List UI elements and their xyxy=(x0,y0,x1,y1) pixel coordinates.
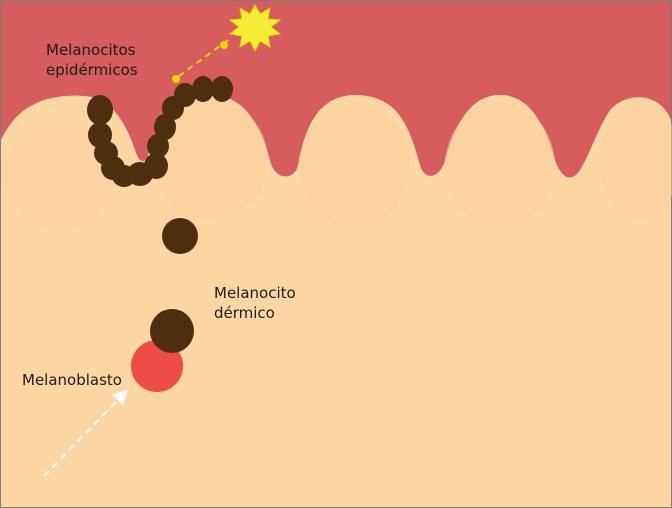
melanocyte-cell xyxy=(211,76,233,102)
melanocyte-cell xyxy=(87,95,113,125)
melanoblast-label: Melanoblasto xyxy=(22,370,122,390)
uv-ray-dot xyxy=(220,41,228,49)
epidermal-melanocytes-label: Melanocitos epidérmicos xyxy=(46,40,138,80)
migrating-melanocyte xyxy=(162,218,198,254)
uv-ray-dot xyxy=(172,75,180,83)
dermal-melanocyte-label: Melanocito dérmico xyxy=(214,283,296,323)
melanocyte-cell xyxy=(192,76,214,102)
dermal-papilla-shade xyxy=(300,103,410,227)
dermal-melanocyte xyxy=(150,309,194,353)
dermal-papilla-shade xyxy=(445,103,555,227)
